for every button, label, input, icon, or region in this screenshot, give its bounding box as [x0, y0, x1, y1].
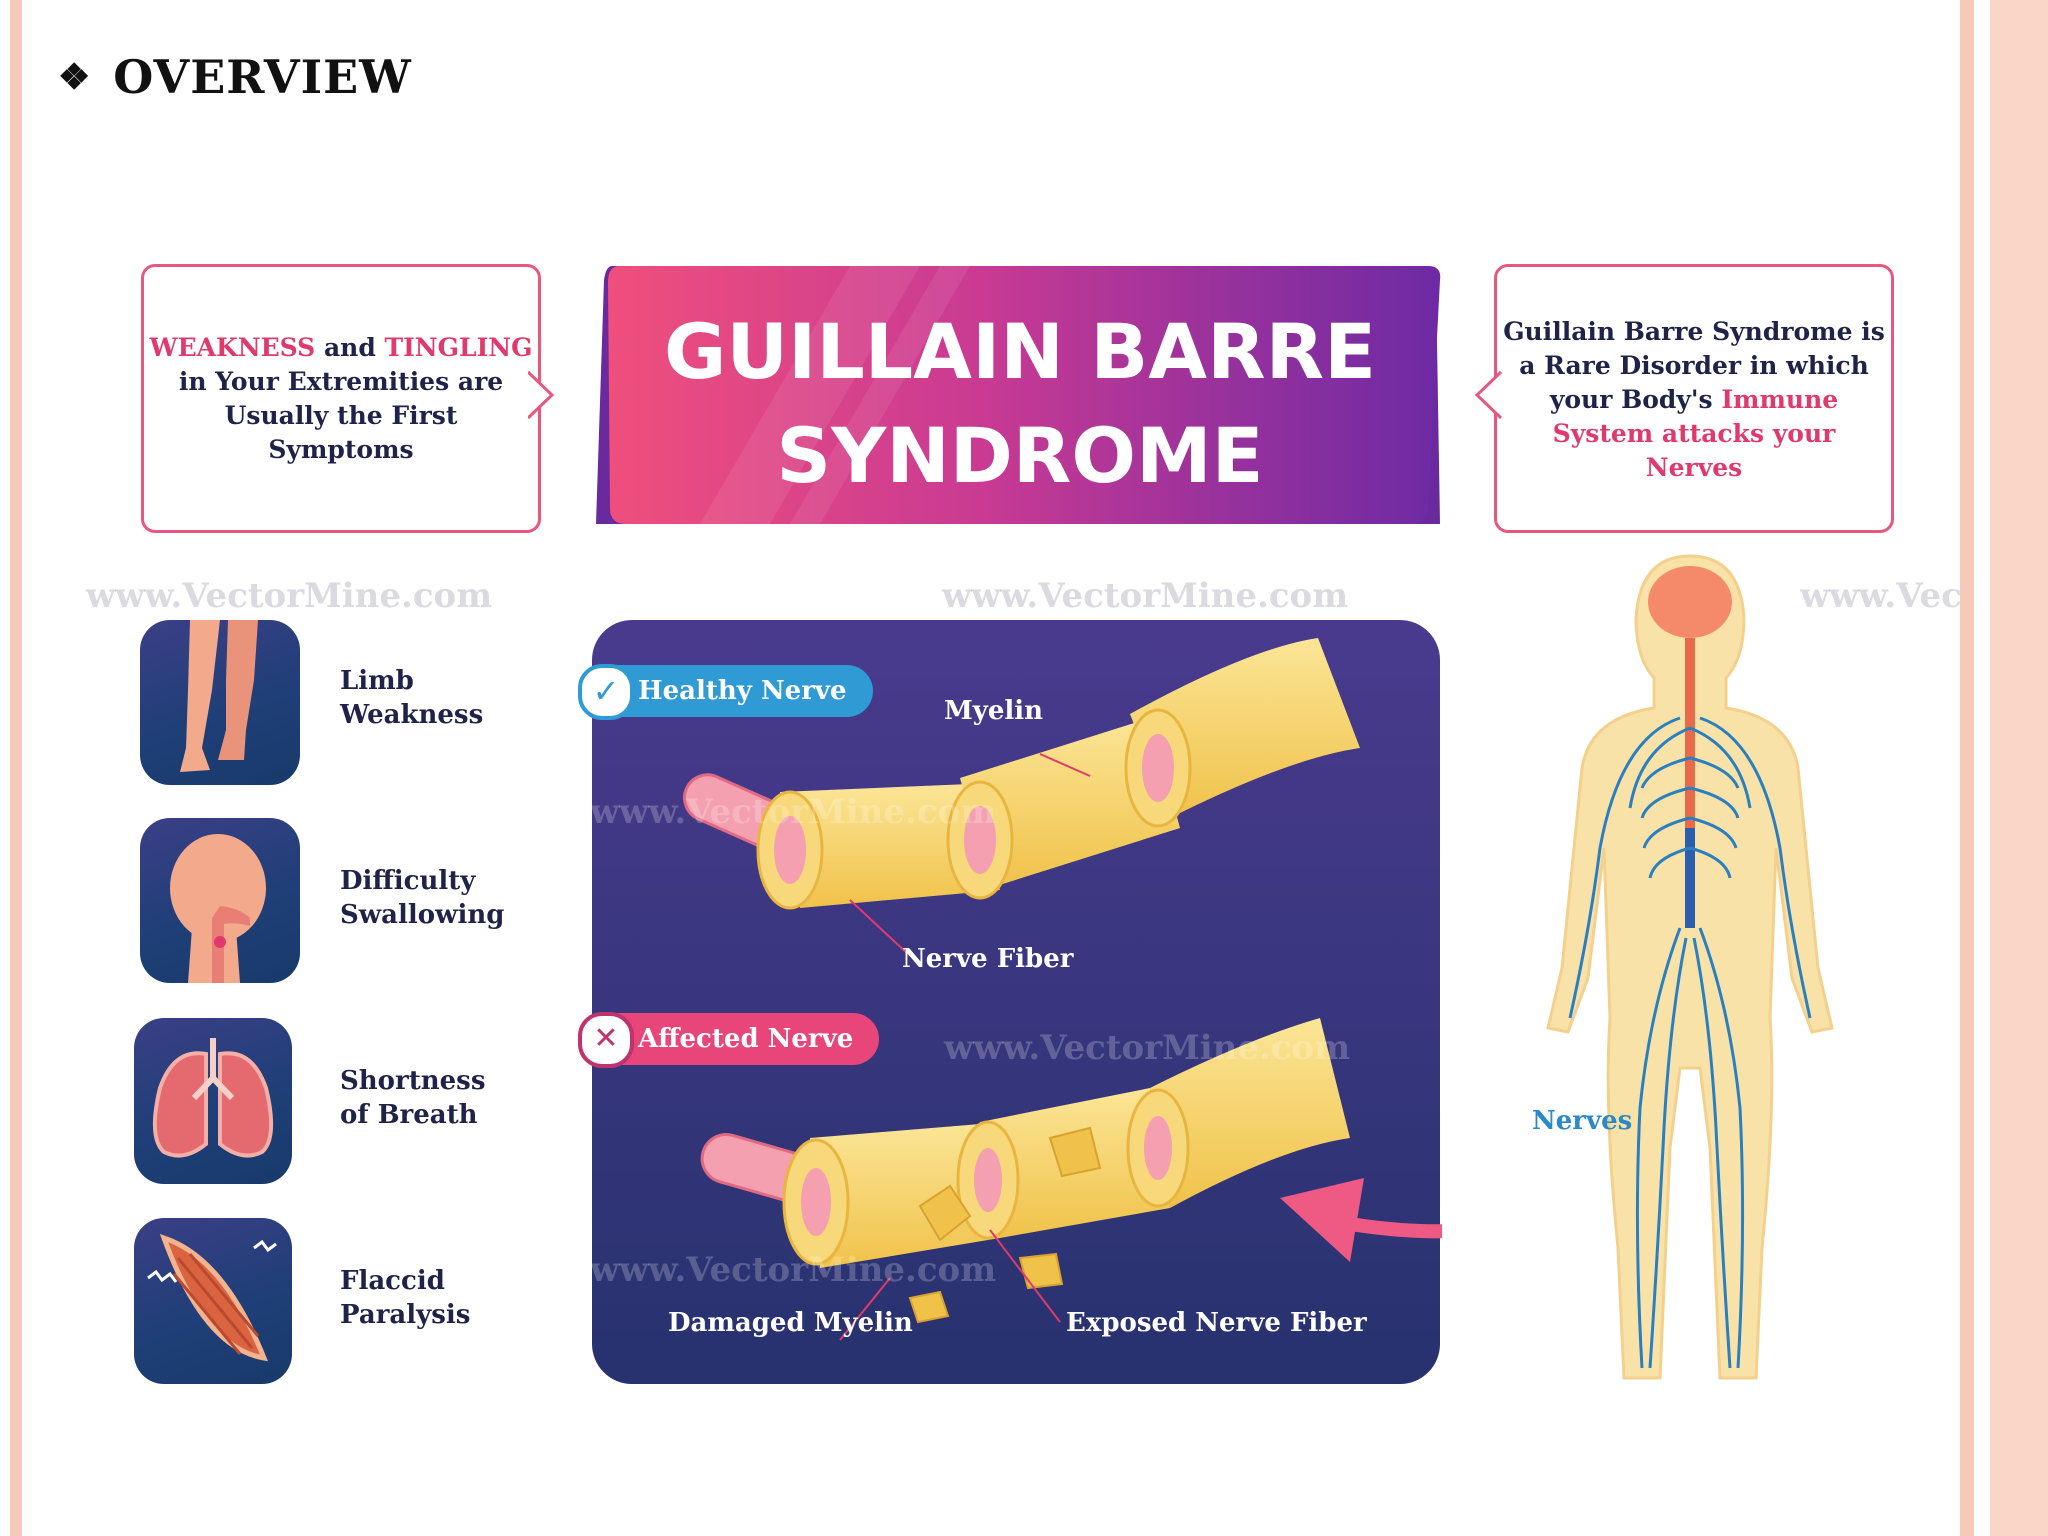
symptom-tile: [140, 818, 300, 983]
symptom-label-line: Flaccid: [340, 1266, 445, 1296]
nerve-fiber-label: Nerve Fiber: [902, 944, 1074, 974]
muscle-icon: [147, 1233, 277, 1362]
banner-line-2: SYNDROME: [776, 411, 1263, 500]
damaged-myelin-label: Damaged Myelin: [668, 1308, 913, 1338]
symptom-tile: [134, 1218, 292, 1384]
symptom-label-line: Difficulty: [340, 866, 476, 896]
and-word: and: [315, 333, 385, 362]
symptom-label-line: Weakness: [340, 700, 484, 730]
check-icon: ✓: [578, 664, 634, 720]
card-line: your Body's: [1549, 385, 1722, 414]
symptoms-intro-card: WEAKNESS and TINGLING in Your Extremitie…: [141, 264, 541, 533]
card-line: in Your Extremities are: [178, 367, 504, 396]
affected-nerve-badge: Affected Nerve: [584, 1013, 880, 1065]
watermark: www.VectorMine.com: [944, 1028, 1351, 1068]
healthy-nerve-label: Healthy Nerve: [638, 676, 847, 706]
card-line: Symptoms: [268, 435, 414, 464]
watermark: www.VectorMine.com: [590, 1250, 997, 1290]
card-pointer-right: [528, 370, 555, 420]
symptom-label-line: Paralysis: [340, 1300, 471, 1330]
nerves-label: Nerves: [1532, 1106, 1633, 1136]
card-line: Guillain Barre Syndrome is: [1503, 317, 1885, 346]
card-line: System attacks your: [1552, 419, 1836, 448]
nerve-panel: [592, 620, 1442, 1384]
symptom-label-line: Limb: [340, 666, 414, 696]
symptom-label-line: Shortness: [340, 1066, 486, 1096]
legs-icon: [180, 620, 258, 772]
watermark: www.VectorMine.com: [590, 792, 997, 832]
banner-line-1: GUILLAIN BARRE: [664, 307, 1376, 396]
weakness-word: WEAKNESS: [149, 333, 316, 362]
symptom-label-line: Swallowing: [340, 900, 505, 930]
definition-card: Guillain Barre Syndrome is a Rare Disord…: [1494, 264, 1894, 533]
slide-title: ❖ OVERVIEW: [58, 50, 412, 104]
exposed-nerve-fiber-label: Exposed Nerve Fiber: [1066, 1308, 1367, 1338]
symptom-label-line: of Breath: [340, 1100, 478, 1130]
symptom-label: Flaccid Paralysis: [340, 1264, 470, 1332]
slide-title-text: OVERVIEW: [113, 50, 412, 104]
myelin-label: Myelin: [944, 696, 1044, 726]
immune-word: Immune: [1721, 385, 1839, 414]
slide-border-right-band: [1990, 0, 2048, 1536]
cross-icon: ✕: [578, 1012, 634, 1068]
symptom-label: Limb Weakness: [340, 664, 483, 732]
watermark: www.VectorMine.com: [86, 576, 493, 616]
slide-border-right: [1960, 0, 1974, 1536]
watermark: www.VectorMine.com: [1800, 576, 1960, 616]
head-throat-icon: [170, 834, 266, 983]
card-line: Usually the First: [224, 401, 458, 430]
bullet-icon: ❖: [58, 56, 92, 98]
watermark: www.VectorMine.com: [942, 576, 1349, 616]
symptom-tile: [134, 1018, 292, 1184]
symptom-tile: [140, 620, 300, 785]
tingling-word: TINGLING: [384, 333, 533, 362]
card-line: Nerves: [1645, 453, 1743, 482]
slide-border-left: [10, 0, 22, 1536]
title-banner: GUILLAIN BARRE SYNDROME: [596, 266, 1441, 524]
affected-nerve-label: Affected Nerve: [638, 1024, 854, 1054]
card-pointer-left: [1474, 370, 1502, 420]
lungs-icon: [152, 1038, 274, 1158]
card-line: a Rare Disorder in which: [1519, 351, 1869, 380]
symptom-label: Shortness of Breath: [340, 1064, 485, 1132]
nervous-system-figure: [1546, 554, 1834, 1380]
symptom-label: Difficulty Swallowing: [340, 864, 504, 932]
